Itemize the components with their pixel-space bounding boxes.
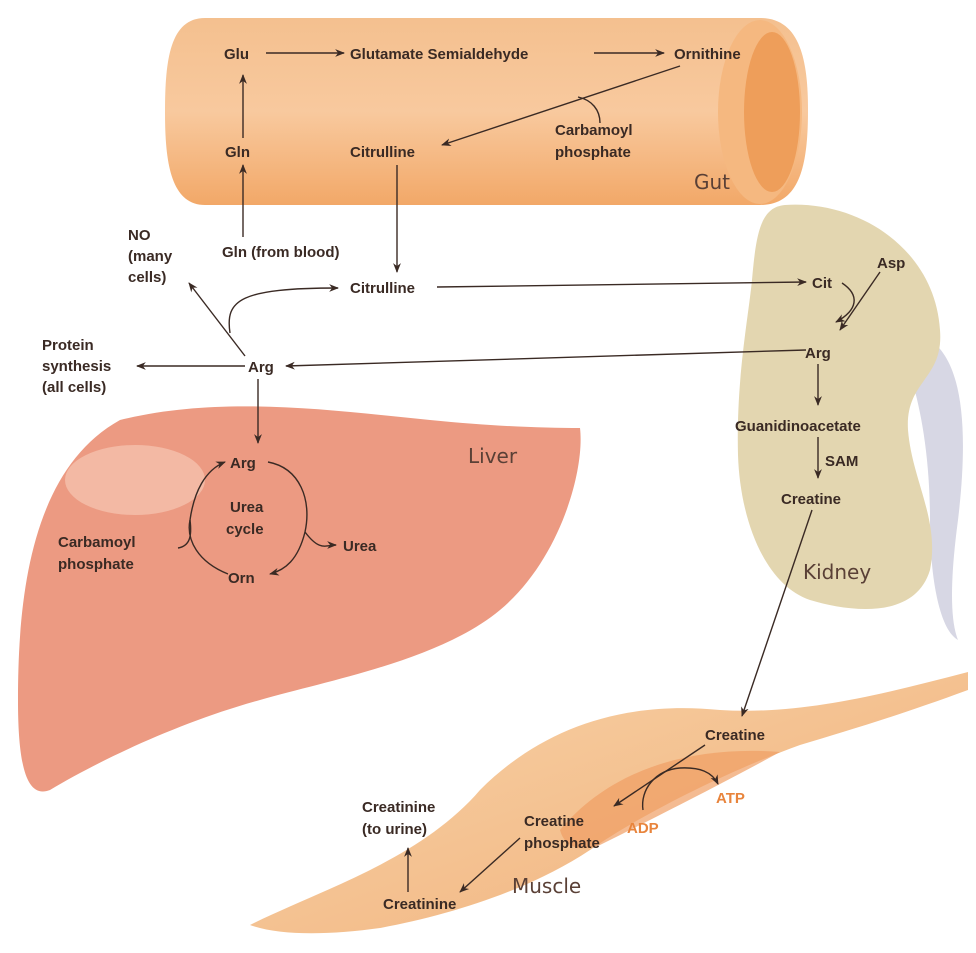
arrow-kidney-arg-to-arg (286, 350, 806, 366)
blood-citrulline: Citrulline (350, 280, 415, 297)
liver-urea: Urea (343, 538, 377, 555)
protein-line-2: synthesis (42, 358, 111, 375)
arrow-arg-to-no (189, 283, 245, 356)
blood-gln: Gln (from blood) (222, 244, 339, 261)
gut-label: Gut (694, 170, 730, 194)
kidney-arg: Arg (805, 345, 831, 362)
gut-glu: Glu (224, 46, 249, 63)
kidney-creatine: Creatine (781, 491, 841, 508)
liver-orn: Orn (228, 570, 255, 587)
muscle-creatinine: Creatinine (383, 896, 456, 913)
gut-ornithine: Ornithine (674, 46, 741, 63)
muscle-adp: ADP (627, 820, 659, 837)
liver-arg: Arg (230, 455, 256, 472)
urea-cycle-line-1: Urea (230, 499, 264, 516)
protein-line-3: (all cells) (42, 379, 106, 396)
liver-label: Liver (468, 444, 518, 468)
muscle-label: Muscle (512, 874, 581, 898)
protein-line-1: Protein (42, 337, 94, 354)
gut-citrulline: Citrulline (350, 144, 415, 161)
gut-carbamoyl-2: phosphate (555, 144, 631, 161)
kidney-asp: Asp (877, 255, 905, 272)
no-line-1: NO (128, 227, 151, 244)
creatine-phosphate-line-1: Creatine (524, 813, 584, 830)
arrow-arg-to-citrulline (229, 288, 338, 333)
kidney-sam: SAM (825, 453, 858, 470)
liver-carbamoyl-1: Carbamoyl (58, 534, 136, 551)
muscle-atp: ATP (716, 790, 745, 807)
creatinine-urine-line-2: (to urine) (362, 821, 427, 838)
liver-carbamoyl-2: phosphate (58, 556, 134, 573)
kidney-guanidinoacetate: Guanidinoacetate (735, 418, 861, 435)
arrow-citrulline-to-cit (437, 282, 806, 287)
kidney-label: Kidney (803, 560, 871, 584)
urea-cycle-line-2: cycle (226, 521, 264, 538)
gut-carbamoyl-1: Carbamoyl (555, 122, 633, 139)
gut-gln: Gln (225, 144, 250, 161)
muscle-organ (250, 672, 968, 933)
kidney-cit: Cit (812, 275, 832, 292)
blood-arg: Arg (248, 359, 274, 376)
no-line-2: (many (128, 248, 173, 265)
creatine-phosphate-line-2: phosphate (524, 835, 600, 852)
gut-glutamate-semialdehyde: Glutamate Semialdehyde (350, 46, 528, 63)
creatinine-urine-line-1: Creatinine (362, 799, 435, 816)
muscle-creatine: Creatine (705, 727, 765, 744)
no-line-3: cells) (128, 269, 166, 286)
